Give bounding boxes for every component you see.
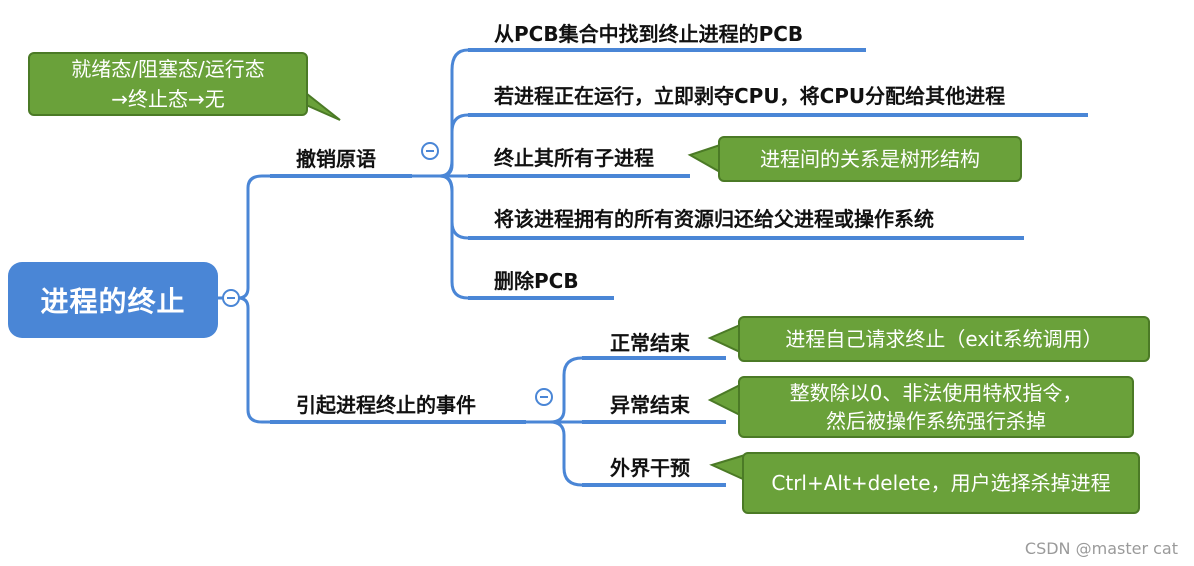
leaf-abnormal-end[interactable]: 异常结束 <box>610 393 690 417</box>
callout-external: Ctrl+Alt+delete，用户选择杀掉进程 <box>742 452 1140 514</box>
leaf-delete-pcb[interactable]: 删除PCB <box>494 269 579 293</box>
branch-revoke-underline <box>270 174 412 178</box>
leaf-return-resources-underline <box>468 236 1024 240</box>
branch-termination-events[interactable]: 引起进程终止的事件 <box>296 393 476 417</box>
watermark: CSDN @master cat <box>1024 539 1178 558</box>
callout-state-transition: 就绪态/阻塞态/运行态 →终止态→无 <box>28 52 308 116</box>
callout-pointer-external <box>709 453 746 482</box>
callout-abnormal-line1: 整数除以0、非法使用特权指令， <box>789 381 1083 405</box>
collapse-root-icon[interactable] <box>222 289 240 307</box>
branch-events-underline <box>270 420 526 424</box>
callout-pointer-normal <box>707 323 741 354</box>
collapse-branch2-icon[interactable] <box>535 388 553 406</box>
connector-b1-c5 <box>412 174 469 300</box>
connector-root-branch2 <box>218 296 270 424</box>
leaf-preempt-cpu-underline <box>468 113 1088 117</box>
leaf-normal-end[interactable]: 正常结束 <box>610 331 690 355</box>
callout-pointer-abnormal <box>707 383 741 417</box>
branch-revoke-primitive[interactable]: 撤销原语 <box>296 147 376 171</box>
callout-abnormal-line2: 然后被操作系统强行杀掉 <box>826 409 1046 433</box>
leaf-external-intervention[interactable]: 外界干预 <box>610 456 690 480</box>
connector-b2-c1 <box>526 356 583 424</box>
leaf-return-resources[interactable]: 将该进程拥有的所有资源归还给父进程或操作系统 <box>494 207 934 231</box>
leaf-find-pcb-underline <box>468 48 866 52</box>
connector-b2-c3 <box>526 420 583 487</box>
callout-pointer-tree <box>687 143 721 174</box>
callout-state-line1: 就绪态/阻塞态/运行态 <box>71 57 265 81</box>
connector-root-branch1 <box>218 174 270 300</box>
leaf-delete-pcb-underline <box>468 296 614 300</box>
callout-state-line2: →终止态→无 <box>111 87 225 111</box>
leaf-normal-end-underline <box>582 356 726 360</box>
callout-external-text: Ctrl+Alt+delete，用户选择杀掉进程 <box>771 471 1111 495</box>
callout-abnormal: 整数除以0、非法使用特权指令， 然后被操作系统强行杀掉 <box>738 376 1134 438</box>
connector-b1-c2 <box>412 113 469 178</box>
leaf-kill-children-underline <box>468 174 690 178</box>
leaf-abnormal-end-underline <box>582 420 726 424</box>
collapse-branch1-icon[interactable] <box>421 142 439 160</box>
connector-b1-c1 <box>412 48 469 178</box>
leaf-find-pcb[interactable]: 从PCB集合中找到终止进程的PCB <box>494 22 804 46</box>
callout-normal-text: 进程自己请求终止（exit系统调用） <box>785 327 1103 351</box>
leaf-kill-children[interactable]: 终止其所有子进程 <box>494 146 654 170</box>
callout-tree-structure: 进程间的关系是树形结构 <box>718 136 1022 182</box>
leaf-external-underline <box>582 483 726 487</box>
callout-tree-text: 进程间的关系是树形结构 <box>760 147 980 171</box>
root-node[interactable]: 进程的终止 <box>8 262 218 338</box>
connector-b1-c4 <box>412 174 469 240</box>
callout-normal-exit: 进程自己请求终止（exit系统调用） <box>738 316 1150 362</box>
leaf-preempt-cpu[interactable]: 若进程正在运行，立即剥夺CPU，将CPU分配给其他进程 <box>494 84 1006 108</box>
